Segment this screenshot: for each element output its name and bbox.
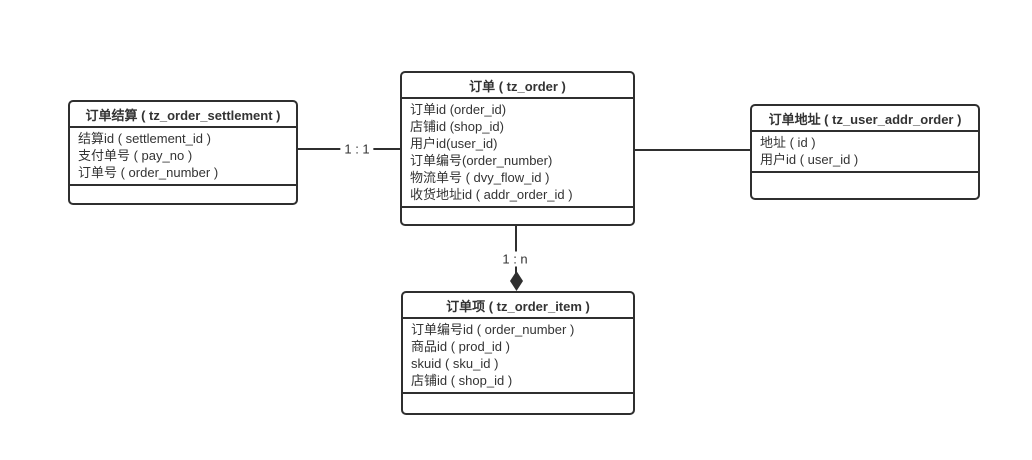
entity-field: 结算id ( settlement_id )	[78, 131, 211, 146]
entity-title: 订单 ( tz_order )	[402, 73, 633, 99]
entity-tz-order-settlement: 订单结算 ( tz_order_settlement ) 结算id ( sett…	[68, 100, 298, 205]
entity-tz-order-item: 订单项 ( tz_order_item ) 订单编号id ( order_num…	[401, 291, 635, 415]
entity-fields: 地址 ( id ) 用户id ( user_id )	[752, 132, 978, 173]
entity-title: 订单地址 ( tz_user_addr_order )	[752, 106, 978, 132]
entity-field: 物流单号 ( dvy_flow_id )	[410, 170, 550, 185]
entity-footer	[752, 173, 978, 198]
entity-title: 订单结算 ( tz_order_settlement )	[70, 102, 296, 128]
entity-tz-user-addr-order: 订单地址 ( tz_user_addr_order ) 地址 ( id ) 用户…	[750, 104, 980, 200]
entity-fields: 订单id (order_id) 店铺id (shop_id) 用户id(user…	[402, 99, 633, 208]
entity-field: 店铺id ( shop_id )	[411, 373, 513, 388]
entity-field: 订单编号id ( order_number )	[411, 322, 575, 337]
entity-title: 订单项 ( tz_order_item )	[403, 293, 633, 319]
entity-footer	[402, 208, 633, 224]
entity-field: 收货地址id ( addr_order_id )	[410, 187, 573, 202]
entity-field: 订单编号(order_number)	[410, 153, 553, 168]
relation-label-1-1: 1 : 1	[340, 141, 374, 157]
entity-fields: 订单编号id ( order_number ) 商品id ( prod_id )…	[403, 319, 633, 394]
entity-footer	[403, 394, 633, 413]
entity-fields: 结算id ( settlement_id ) 支付单号 ( pay_no ) 订…	[70, 128, 296, 186]
entity-field: 支付单号 ( pay_no )	[78, 148, 193, 163]
relation-label-1-n: 1 : n	[498, 251, 532, 267]
entity-footer	[70, 186, 296, 203]
entity-tz-order: 订单 ( tz_order ) 订单id (order_id) 店铺id (sh…	[400, 71, 635, 226]
entity-field: 店铺id (shop_id)	[410, 119, 504, 134]
entity-field: 订单id (order_id)	[410, 102, 507, 117]
relation-line-order-item	[515, 223, 517, 275]
entity-field: 用户id ( user_id )	[760, 152, 859, 167]
entity-field: 地址 ( id )	[760, 135, 816, 150]
diamond-arrow-icon	[510, 271, 523, 291]
entity-field: 用户id(user_id)	[410, 136, 498, 151]
entity-field: 订单号 ( order_number )	[78, 165, 219, 180]
entity-field: skuid ( sku_id )	[411, 356, 499, 371]
relation-line-order-addr	[633, 149, 750, 151]
entity-field: 商品id ( prod_id )	[411, 339, 510, 354]
